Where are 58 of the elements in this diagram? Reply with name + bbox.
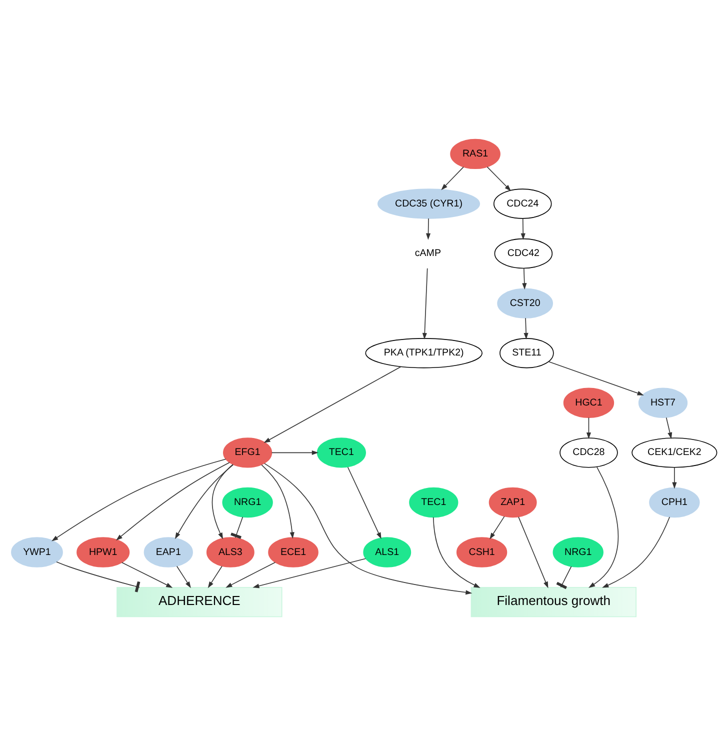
node-ellipse: HST7	[638, 388, 688, 418]
arrow	[264, 366, 402, 443]
node-ellipse: HGC1	[563, 388, 614, 418]
node-text: cAMP	[414, 248, 441, 260]
connector	[56, 562, 140, 592]
arrow	[52, 458, 226, 542]
arrow	[116, 462, 230, 540]
node-ellipse: CDC35 (CYR1)	[377, 188, 480, 219]
arrow	[586, 417, 592, 440]
node-ellipse: ECE1	[268, 537, 318, 568]
arrow	[422, 268, 428, 340]
arrow	[176, 566, 191, 588]
arrow	[522, 268, 527, 290]
node-ellipse: NRG1	[222, 487, 273, 518]
node-ellipse: EAP1	[144, 537, 193, 568]
arrow	[264, 463, 472, 595]
node-ellipse: CSH1	[456, 537, 508, 568]
node-ellipse: CDC24	[494, 188, 552, 219]
arrow	[548, 361, 644, 396]
arrow	[666, 417, 672, 439]
node-ellipse: ZAP1	[488, 487, 537, 518]
arrow	[490, 516, 505, 540]
arrow	[432, 516, 480, 588]
arrow	[518, 516, 548, 588]
arrow	[602, 516, 670, 588]
node-ellipse: PKA (TPK1/TPK2)	[365, 338, 482, 368]
node-ellipse: TEC1	[316, 438, 366, 468]
node-ellipse: RAS1	[450, 138, 500, 170]
node-ellipse: CPH1	[649, 487, 700, 518]
arrow	[672, 467, 677, 489]
arrow	[252, 558, 366, 588]
arrow	[524, 318, 528, 340]
node-ellipse: TEC1	[409, 487, 458, 518]
arrow	[271, 450, 318, 455]
node-ellipse: ALS1	[363, 537, 412, 568]
arrow	[588, 466, 618, 588]
arrow	[441, 166, 464, 190]
connector	[230, 516, 244, 539]
arrow	[347, 466, 382, 540]
arrow	[426, 218, 431, 240]
arrow	[174, 464, 234, 540]
node-ellipse: YWP1	[11, 537, 63, 568]
node-ellipse: CDC28	[560, 438, 618, 468]
arrow	[212, 464, 234, 540]
arrow	[208, 566, 222, 588]
node-ellipse: NRG1	[552, 537, 604, 568]
node-ellipse: CEK1/CEK2	[632, 438, 718, 468]
node-ellipse: CST20	[497, 288, 553, 318]
node-box: Filamentous growth	[470, 586, 636, 618]
arrow	[261, 464, 294, 539]
arrow	[486, 166, 512, 192]
node-ellipse: HPW1	[76, 537, 130, 568]
arrow	[226, 562, 276, 588]
node-ellipse: CDC42	[494, 238, 553, 269]
node-ellipse: ALS3	[206, 537, 254, 568]
node-ellipse: STE11	[500, 338, 554, 368]
arrow	[122, 562, 173, 588]
arrow	[520, 218, 526, 240]
